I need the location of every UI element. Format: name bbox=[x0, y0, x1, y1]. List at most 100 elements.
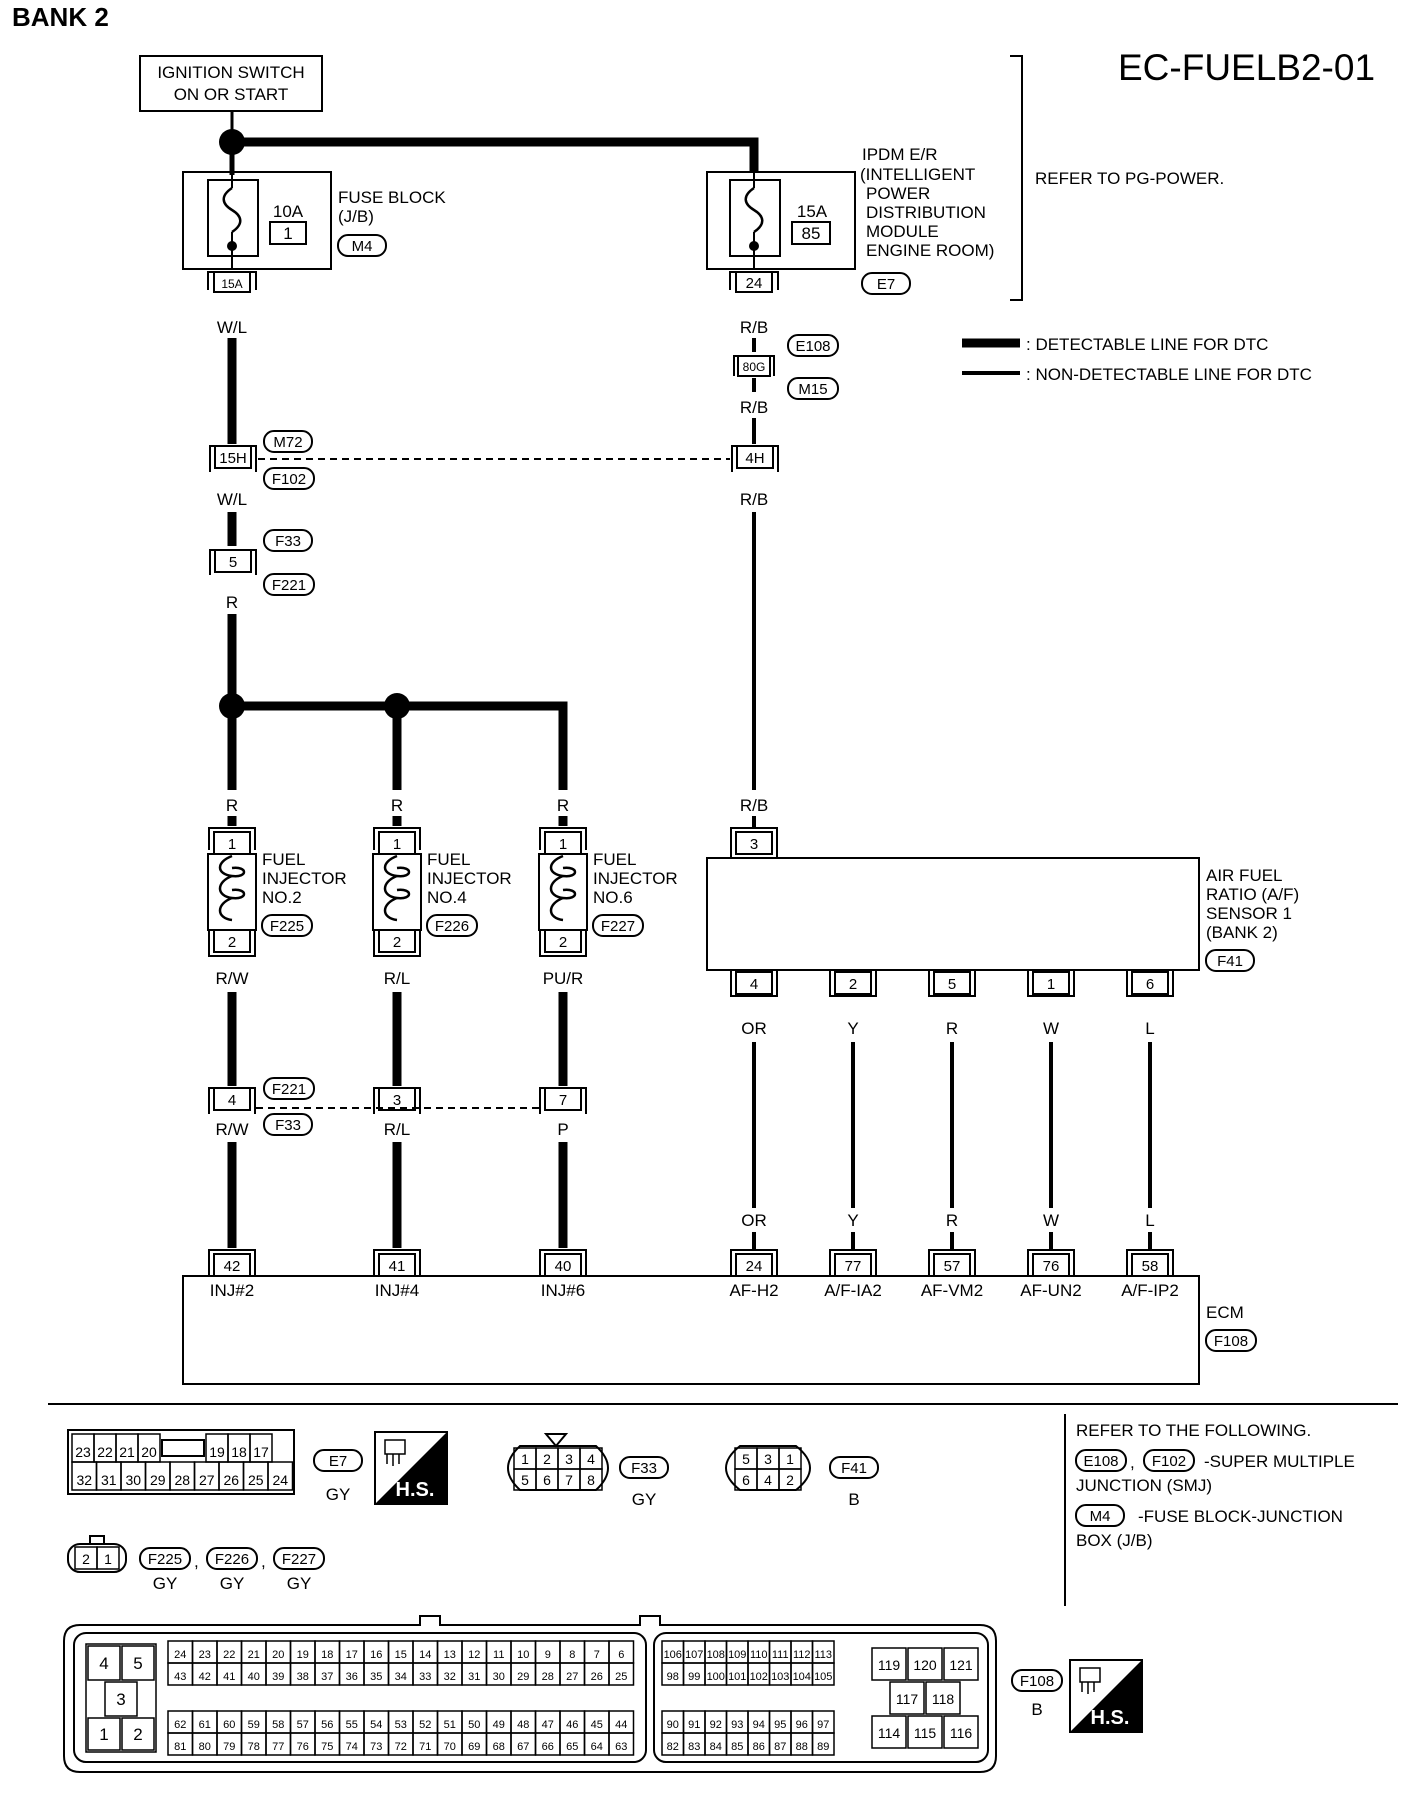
ecm-m1-num: 110 bbox=[750, 1649, 768, 1661]
hs-icon-2: H.S. bbox=[1069, 1659, 1143, 1733]
wire-label-out: R/W bbox=[215, 969, 248, 988]
ecm-m1-num: 107 bbox=[685, 1649, 703, 1661]
connector-m72-label: M72 bbox=[273, 434, 302, 451]
af-sensor-name-2: RATIO (A/F) bbox=[1206, 885, 1299, 904]
ecm-pow-4-cell bbox=[87, 1645, 121, 1681]
f33-top-num: 2 bbox=[543, 1451, 551, 1467]
e7-color: GY bbox=[326, 1485, 351, 1504]
ecm-terminal-label: INJ#4 bbox=[375, 1281, 419, 1300]
ecm-r2-num: 28 bbox=[542, 1671, 554, 1683]
e7-top-num: 22 bbox=[97, 1444, 113, 1460]
e7-bot-num: 30 bbox=[125, 1472, 141, 1488]
ipdm-num-box bbox=[791, 221, 831, 245]
pin-24-ipdm: 24 bbox=[729, 271, 779, 293]
ecm-m3-num: 91 bbox=[688, 1719, 700, 1731]
pin-out-box bbox=[378, 929, 416, 953]
ecm-115-num: 115 bbox=[914, 1725, 937, 1741]
fuse-block-fuse-icon bbox=[222, 186, 242, 234]
ecm-pin-housing bbox=[373, 1249, 421, 1276]
pin-out-housing bbox=[539, 930, 587, 957]
svg-text:4: 4 bbox=[228, 1092, 236, 1109]
wire-ignition-ipdm bbox=[232, 137, 759, 172]
ipdm-name6: ENGINE ROOM) bbox=[866, 241, 994, 260]
connector-f33-top-label: F33 bbox=[275, 533, 301, 550]
pin-in-housing bbox=[373, 827, 421, 850]
ecm-m4-num: 89 bbox=[817, 1741, 829, 1753]
inj-tag-f226 bbox=[206, 1547, 258, 1570]
ecm-r3-num: 47 bbox=[542, 1719, 554, 1731]
fuse-block-rating: 10A bbox=[273, 202, 304, 221]
ecm-terminal-label: INJ#6 bbox=[541, 1281, 585, 1300]
fuse-block-name2: (J/B) bbox=[338, 207, 374, 226]
ecm-r3-num: 48 bbox=[517, 1719, 529, 1731]
refer-f102-label: F102 bbox=[1152, 1453, 1186, 1470]
connector-f102-label: F102 bbox=[272, 471, 306, 488]
wire-label-bottom: R bbox=[946, 1211, 958, 1230]
wire-label-rb-top: R/B bbox=[740, 318, 768, 337]
e7-bot-num: 31 bbox=[101, 1472, 117, 1488]
ecm-116-cell bbox=[943, 1715, 979, 1749]
ecm-r4-num: 72 bbox=[395, 1741, 407, 1753]
inj-tag-f225-label: F225 bbox=[148, 1551, 182, 1568]
ecm-r2-num: 35 bbox=[370, 1671, 382, 1683]
legend-non-detectable: : NON-DETECTABLE LINE FOR DTC bbox=[1026, 365, 1312, 384]
ecm-r4-num: 75 bbox=[321, 1741, 333, 1753]
ecm-r4-num: 66 bbox=[542, 1741, 554, 1753]
f41-top-num: 5 bbox=[742, 1451, 750, 1467]
f33-bot-num: 5 bbox=[521, 1472, 529, 1488]
inj-comma-1: , bbox=[194, 1552, 199, 1571]
bank-title: BANK 2 bbox=[12, 2, 109, 32]
injector-name-3: NO.4 bbox=[427, 888, 467, 907]
f41-tag bbox=[829, 1456, 879, 1479]
ipdm-rating: 15A bbox=[797, 202, 828, 221]
ecm-r3-num: 55 bbox=[346, 1719, 358, 1731]
wire-label-r: R bbox=[226, 593, 238, 612]
sensor-pin-housing bbox=[1027, 970, 1075, 997]
ipdm-name5: MODULE bbox=[866, 222, 939, 241]
ecm-m4-cell bbox=[811, 1732, 835, 1756]
e7-bot-num: 29 bbox=[150, 1472, 166, 1488]
e7-top-num: 18 bbox=[231, 1444, 247, 1460]
ecm-box bbox=[182, 1275, 1200, 1385]
ecm-r4-num: 64 bbox=[591, 1741, 603, 1753]
af-sensor-name-1: AIR FUEL bbox=[1206, 866, 1283, 885]
ecm-r2-num: 36 bbox=[346, 1671, 358, 1683]
e7-bot-num: 24 bbox=[272, 1472, 288, 1488]
hs-label: H.S. bbox=[396, 1479, 435, 1501]
connector-tag-f221-top bbox=[263, 573, 315, 596]
pin-out-box bbox=[213, 929, 251, 953]
ecm-r2-num: 40 bbox=[248, 1671, 260, 1683]
ecm-120-cell bbox=[907, 1647, 943, 1681]
connector-tag-f33-top bbox=[263, 529, 313, 552]
ecm-r4-num: 69 bbox=[468, 1741, 480, 1753]
ecm-r1-num: 9 bbox=[545, 1649, 551, 1661]
inj-pin-cell bbox=[96, 1546, 120, 1570]
connector-tag-f108 bbox=[1205, 1329, 1257, 1352]
ecm-r1-num: 8 bbox=[569, 1649, 575, 1661]
ecm-pow-1-cell bbox=[87, 1717, 121, 1751]
ecm-r2-num: 25 bbox=[615, 1671, 627, 1683]
ipdm-box bbox=[706, 171, 856, 270]
f33-color: GY bbox=[632, 1490, 657, 1509]
pin-4h: 4H bbox=[731, 445, 779, 472]
f41-bot-num: 4 bbox=[764, 1472, 772, 1488]
ecm-r2-cell bbox=[608, 1662, 635, 1686]
svg-text:3: 3 bbox=[393, 1092, 401, 1109]
refer-smj-1: -SUPER MULTIPLE bbox=[1204, 1452, 1355, 1471]
wire-label-out: PU/R bbox=[543, 969, 584, 988]
sensor-pin-box bbox=[933, 971, 971, 995]
f41-bot-num: 2 bbox=[786, 1472, 794, 1488]
ecm-r2-num: 42 bbox=[199, 1671, 211, 1683]
refer-pg: REFER TO PG-POWER. bbox=[1035, 169, 1224, 188]
ecm-m2-num: 101 bbox=[728, 1671, 746, 1683]
ecm-119-num: 119 bbox=[878, 1657, 901, 1673]
ecm-r2-num: 33 bbox=[419, 1671, 431, 1683]
wire-label-bottom: W bbox=[1043, 1211, 1059, 1230]
e7-tag bbox=[313, 1449, 363, 1472]
ecm-m1-num: 109 bbox=[728, 1649, 746, 1661]
connector-tag-m4 bbox=[337, 234, 387, 257]
